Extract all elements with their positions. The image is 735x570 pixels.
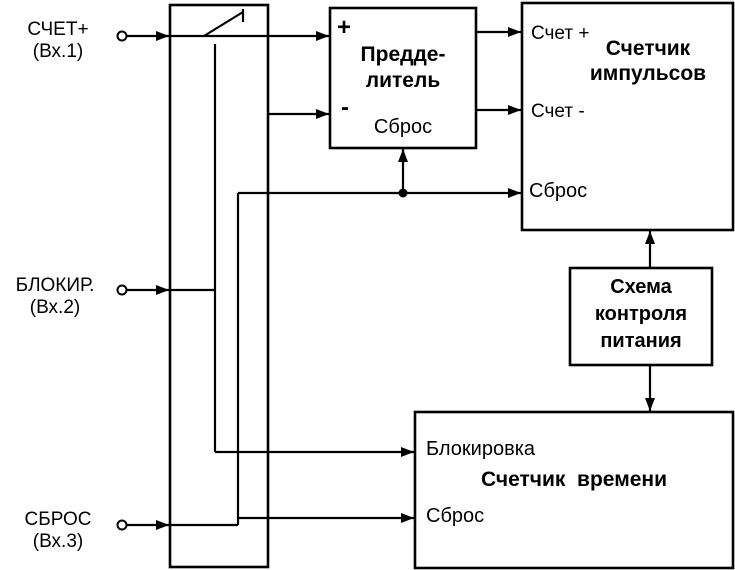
input-terminal-2-icon	[116, 284, 128, 296]
pulse-counter-title: Счетчик импульсов	[563, 36, 733, 86]
junction-dot-icon	[398, 188, 408, 198]
prescaler-title-line2: литель	[365, 69, 441, 92]
input-2-pin: (Вх.2)	[29, 297, 81, 318]
prescaler-minus-port: -	[341, 94, 349, 121]
pulse-counter-count-minus-port: Счет -	[531, 101, 585, 122]
prescaler-reset-port: Сброс	[373, 116, 433, 138]
input-2-label: БЛОКИР. (Вх.2)	[0, 275, 110, 319]
pulse-counter-box	[520, 1, 735, 232]
input-3-name: СБРОС	[24, 509, 92, 530]
prescaler-plus-port: +	[337, 14, 352, 41]
power-control-title-line1: Схема	[610, 276, 672, 298]
time-counter-box	[413, 410, 735, 570]
pulse-counter-reset-port: Сброс	[529, 180, 588, 202]
prescaler-title-line1: Предде-	[360, 43, 446, 66]
power-control-title-line3: питания	[600, 330, 682, 352]
input-1-name: СЧЕТ+	[27, 19, 89, 40]
switch-blade-icon	[203, 11, 244, 37]
connections	[127, 9, 655, 530]
input-3-pin: (Вх.3)	[32, 531, 84, 552]
input-2-name: БЛОКИР.	[15, 275, 95, 296]
time-counter-title: Счетчик времени	[481, 468, 667, 491]
input-1-label: СЧЕТ+ (Вх.1)	[6, 19, 110, 63]
block-outlines	[168, 1, 735, 570]
input-1-pin: (Вх.1)	[32, 41, 84, 62]
pulse-counter-count-plus-port: Счет +	[531, 23, 590, 44]
input-3-label: СБРОС (Вх.3)	[6, 509, 110, 553]
input-terminal-1-icon	[116, 30, 128, 42]
time-counter-reset-port: Сброс	[426, 505, 485, 527]
terminals	[116, 30, 408, 531]
input-terminal-3-icon	[116, 519, 128, 531]
prescaler-title: Предде- литель	[332, 42, 474, 94]
time-counter-block-port: Блокировка	[426, 438, 536, 460]
power-control-title-line2: контроля	[594, 303, 688, 325]
pulse-counter-title-line1: Счетчик	[605, 37, 691, 60]
pulse-counter-title-line2: импульсов	[589, 62, 707, 85]
power-control-box	[568, 266, 714, 367]
input-switch-box	[168, 3, 270, 569]
prescaler-box	[328, 6, 478, 150]
power-control-title: Схема контроля питания	[572, 274, 710, 355]
